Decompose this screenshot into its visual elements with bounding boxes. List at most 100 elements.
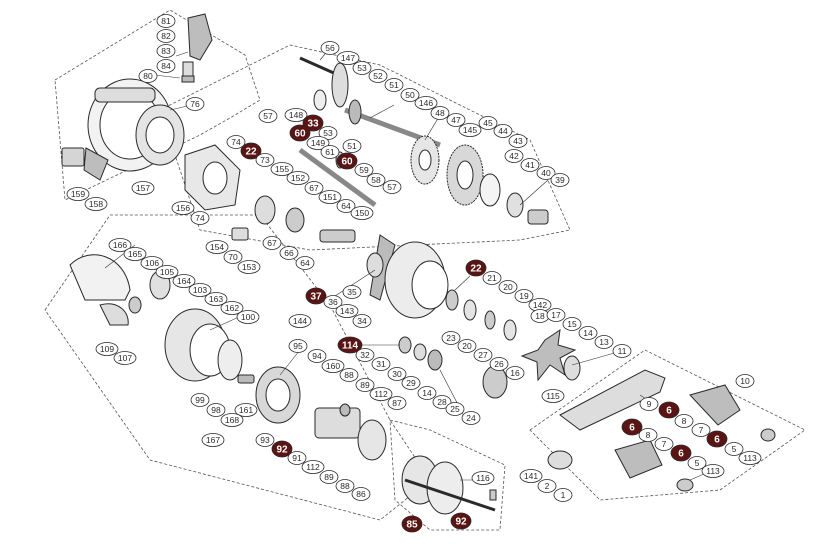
part-label-p60b: 60	[336, 152, 358, 170]
handle-arm	[547, 369, 776, 492]
part-number-text: 1	[561, 490, 566, 500]
part-label-p58: 58	[366, 173, 386, 187]
part-label-p92a: 92	[271, 440, 293, 458]
side-cap	[61, 147, 109, 181]
part-label-p76: 76	[185, 97, 205, 111]
part-number-text: 113	[743, 453, 757, 463]
part-number-text: 84	[161, 61, 171, 71]
part-number-text: 5	[732, 444, 737, 454]
part-number-text: 100	[241, 312, 255, 322]
part-number-text: 167	[206, 435, 220, 445]
part-number-text: 155	[275, 164, 289, 174]
part-number-text: 116	[476, 473, 490, 483]
part-number-text: 112	[306, 462, 320, 472]
part-label-p19: 19	[514, 289, 534, 303]
part-label-p93: 93	[255, 433, 275, 447]
part-number-text: 162	[225, 303, 239, 313]
part-label-p15: 15	[562, 317, 582, 331]
handle-group-outline	[529, 349, 806, 501]
part-label-p100: 100	[236, 310, 260, 324]
part-number-text: 164	[177, 276, 191, 286]
part-number-text: 2	[545, 481, 550, 491]
part-label-p6d: 6	[670, 444, 692, 462]
part-label-p18: 18	[530, 309, 550, 323]
main-shaft-group-outline	[159, 44, 571, 251]
part-label-p160: 160	[321, 359, 345, 373]
part-number-text: 53	[357, 63, 367, 73]
part-label-p73: 73	[255, 153, 275, 167]
part-label-p83: 83	[156, 44, 176, 58]
part-label-p115: 115	[541, 389, 565, 403]
part-label-p166: 166	[108, 238, 132, 252]
part-label-p30: 30	[387, 367, 407, 381]
part-number-text: 30	[392, 369, 402, 379]
frame-body	[87, 78, 185, 172]
part-label-p6b: 6	[706, 430, 728, 448]
part-number-text: 22	[245, 147, 257, 158]
part-label-p85: 85	[401, 515, 423, 533]
part-number-text: 7	[662, 439, 667, 449]
part-number-text: 91	[292, 453, 302, 463]
part-number-text: 6	[678, 449, 684, 460]
part-number-text: 105	[160, 267, 174, 277]
bearing-row	[398, 336, 508, 399]
part-label-p106: 106	[140, 256, 164, 270]
part-number-text: 51	[389, 80, 399, 90]
part-number-text: 32	[360, 350, 370, 360]
part-label-p162: 162	[220, 301, 244, 315]
part-label-p88b: 88	[335, 479, 355, 493]
part-number-text: 147	[341, 53, 355, 63]
part-label-p27: 27	[473, 348, 493, 362]
part-label-p88a: 88	[339, 368, 359, 382]
part-label-p5b: 5	[687, 456, 707, 470]
part-label-p161: 161	[234, 403, 258, 417]
part-number-text: 56	[325, 43, 335, 53]
part-label-p44: 44	[493, 124, 513, 138]
part-number-text: 14	[583, 328, 593, 338]
part-label-p145: 145	[458, 123, 482, 137]
part-number-text: 64	[341, 201, 351, 211]
part-label-p26: 26	[489, 357, 509, 371]
part-label-p5a: 5	[724, 442, 744, 456]
part-number-text: 114	[342, 341, 359, 352]
part-number-text: 89	[360, 380, 370, 390]
part-number-text: 10	[740, 376, 750, 386]
part-number-text: 39	[555, 175, 565, 185]
group-outlines	[44, 9, 806, 531]
brake-dial	[69, 254, 171, 326]
part-number-text: 98	[211, 405, 221, 415]
part-label-p86: 86	[351, 487, 371, 501]
part-label-p153: 153	[237, 260, 261, 274]
part-label-p1: 1	[553, 488, 573, 502]
part-number-text: 89	[324, 472, 334, 482]
part-label-p164: 164	[172, 274, 196, 288]
part-number-text: 80	[143, 71, 153, 81]
part-number-text: 103	[193, 285, 207, 295]
part-number-text: 17	[551, 310, 561, 320]
part-drawings	[61, 13, 776, 515]
part-number-text: 146	[419, 98, 433, 108]
part-label-p61: 61	[320, 145, 340, 159]
part-number-text: 93	[260, 435, 270, 445]
part-label-p156: 156	[171, 201, 195, 215]
part-label-p157: 157	[131, 181, 155, 195]
part-number-text: 150	[355, 208, 369, 218]
brake-unit	[314, 403, 387, 461]
part-number-text: 60	[294, 129, 306, 140]
part-label-p60a: 60	[289, 124, 311, 142]
part-label-p116: 116	[471, 471, 495, 485]
part-label-p146: 146	[414, 96, 438, 110]
part-number-text: 148	[289, 110, 303, 120]
part-label-p141: 141	[519, 469, 543, 483]
part-number-text: 94	[312, 351, 322, 361]
part-number-text: 107	[118, 353, 132, 363]
part-label-p92b: 92	[450, 512, 472, 530]
part-number-text: 85	[406, 520, 418, 531]
part-label-p32: 32	[355, 348, 375, 362]
part-label-p149: 149	[306, 136, 330, 150]
spool-group-outline	[389, 419, 506, 531]
part-number-text: 165	[128, 249, 142, 259]
part-label-p52: 52	[368, 69, 388, 83]
part-number-text: 6	[666, 406, 672, 417]
